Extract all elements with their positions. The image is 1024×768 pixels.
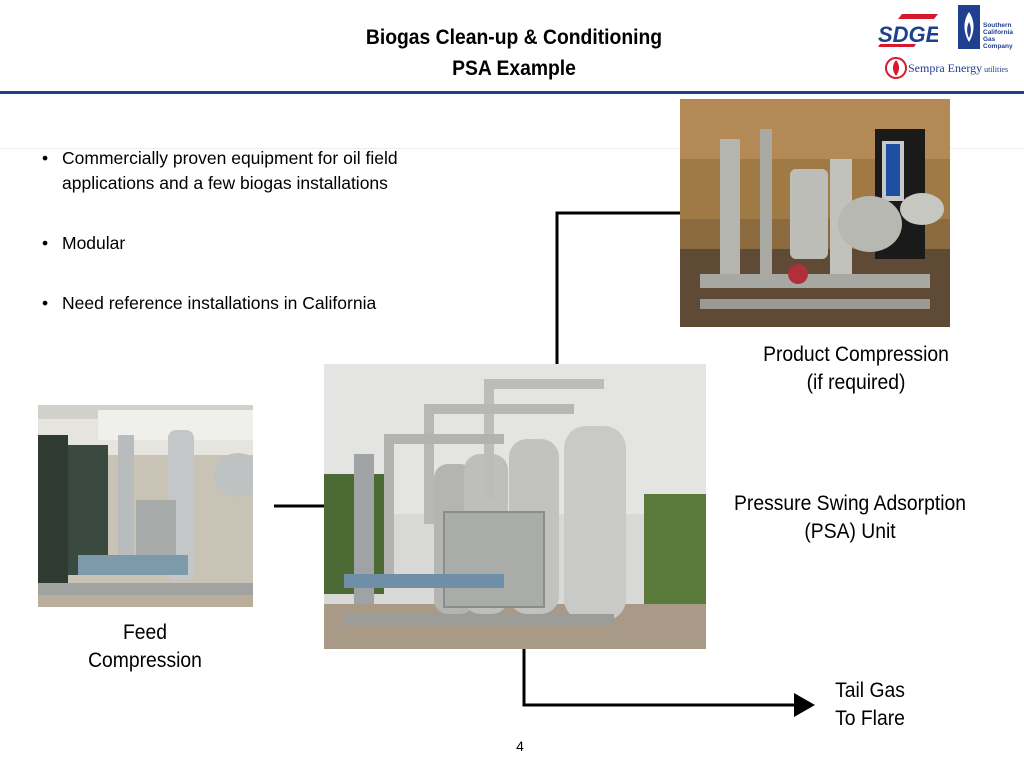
socal-gas-logo <box>958 4 1024 50</box>
header-subrule <box>0 148 1024 149</box>
psa-unit-photo <box>324 364 706 649</box>
bullet-item: Modular <box>40 231 470 256</box>
feed-compression-photo <box>38 405 253 607</box>
tail-gas-flow-line <box>522 649 815 717</box>
sempra-wordmark: Sempra Energy utilities <box>908 61 1009 75</box>
sdge-logo: SDGE <box>878 14 938 47</box>
sempra-flame-icon <box>885 57 907 79</box>
title-line-1: Biogas Clean-up & Conditioning <box>365 26 663 49</box>
tail-gas-caption: Tail Gas To Flare <box>835 679 905 730</box>
slide-title: Biogas Clean-up & Conditioning PSA Examp… <box>41 22 987 84</box>
feed-compression-caption: Feed Compression <box>88 621 202 672</box>
svg-text:SDGE: SDGE <box>878 22 938 47</box>
page-number: 4 <box>516 738 524 754</box>
product-flow-line <box>555 201 740 364</box>
bullet-item: Commercially proven equipment for oil fi… <box>40 146 470 196</box>
bullet-item: Need reference installations in Californ… <box>40 291 470 316</box>
bullet-list: Commercially proven equipment for oil fi… <box>40 146 470 351</box>
product-compression-photo <box>680 99 950 327</box>
product-compression-caption: Product Compression (if required) <box>763 343 949 394</box>
socal-gas-wordmark: Southern California Gas Company <box>983 22 1013 50</box>
header-rule <box>0 91 1024 94</box>
psa-unit-caption: Pressure Swing Adsorption (PSA) Unit <box>734 492 966 543</box>
title-line-2: PSA Example <box>452 57 576 80</box>
